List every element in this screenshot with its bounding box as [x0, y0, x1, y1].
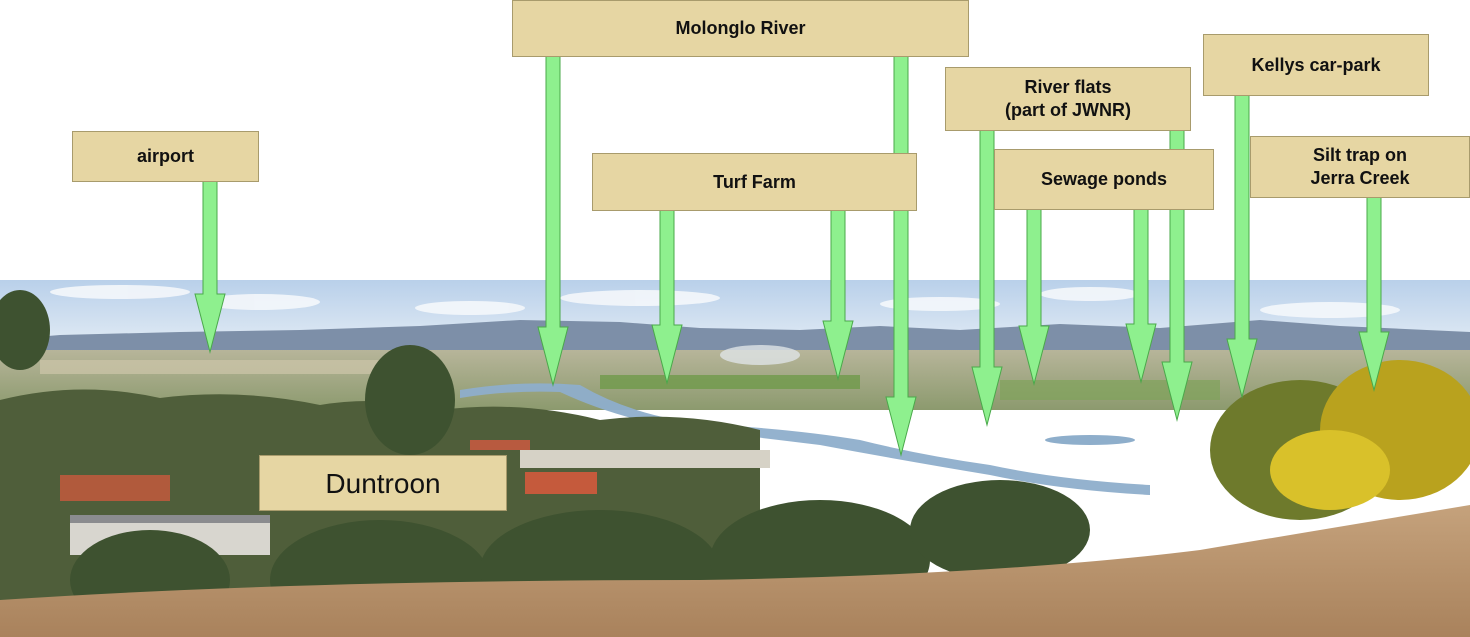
river [460, 383, 1150, 495]
label-kellys-car-park: Kellys car-park [1203, 34, 1429, 96]
label-sewage-ponds: Sewage ponds [994, 149, 1214, 210]
label-duntroon: Duntroon [259, 455, 507, 511]
dry-grass [0, 505, 1470, 637]
label-airport: airport [72, 131, 259, 182]
smoke [720, 345, 800, 365]
wattle-trees [1210, 360, 1470, 520]
label-turf-farm: Turf Farm [592, 153, 917, 211]
distant-hills [0, 320, 1470, 355]
label-river-flats: River flats (part of JWNR) [945, 67, 1191, 131]
label-silt-trap: Silt trap on Jerra Creek [1250, 136, 1470, 198]
panorama-photo [0, 280, 1470, 637]
label-molonglo-river: Molonglo River [512, 0, 969, 57]
